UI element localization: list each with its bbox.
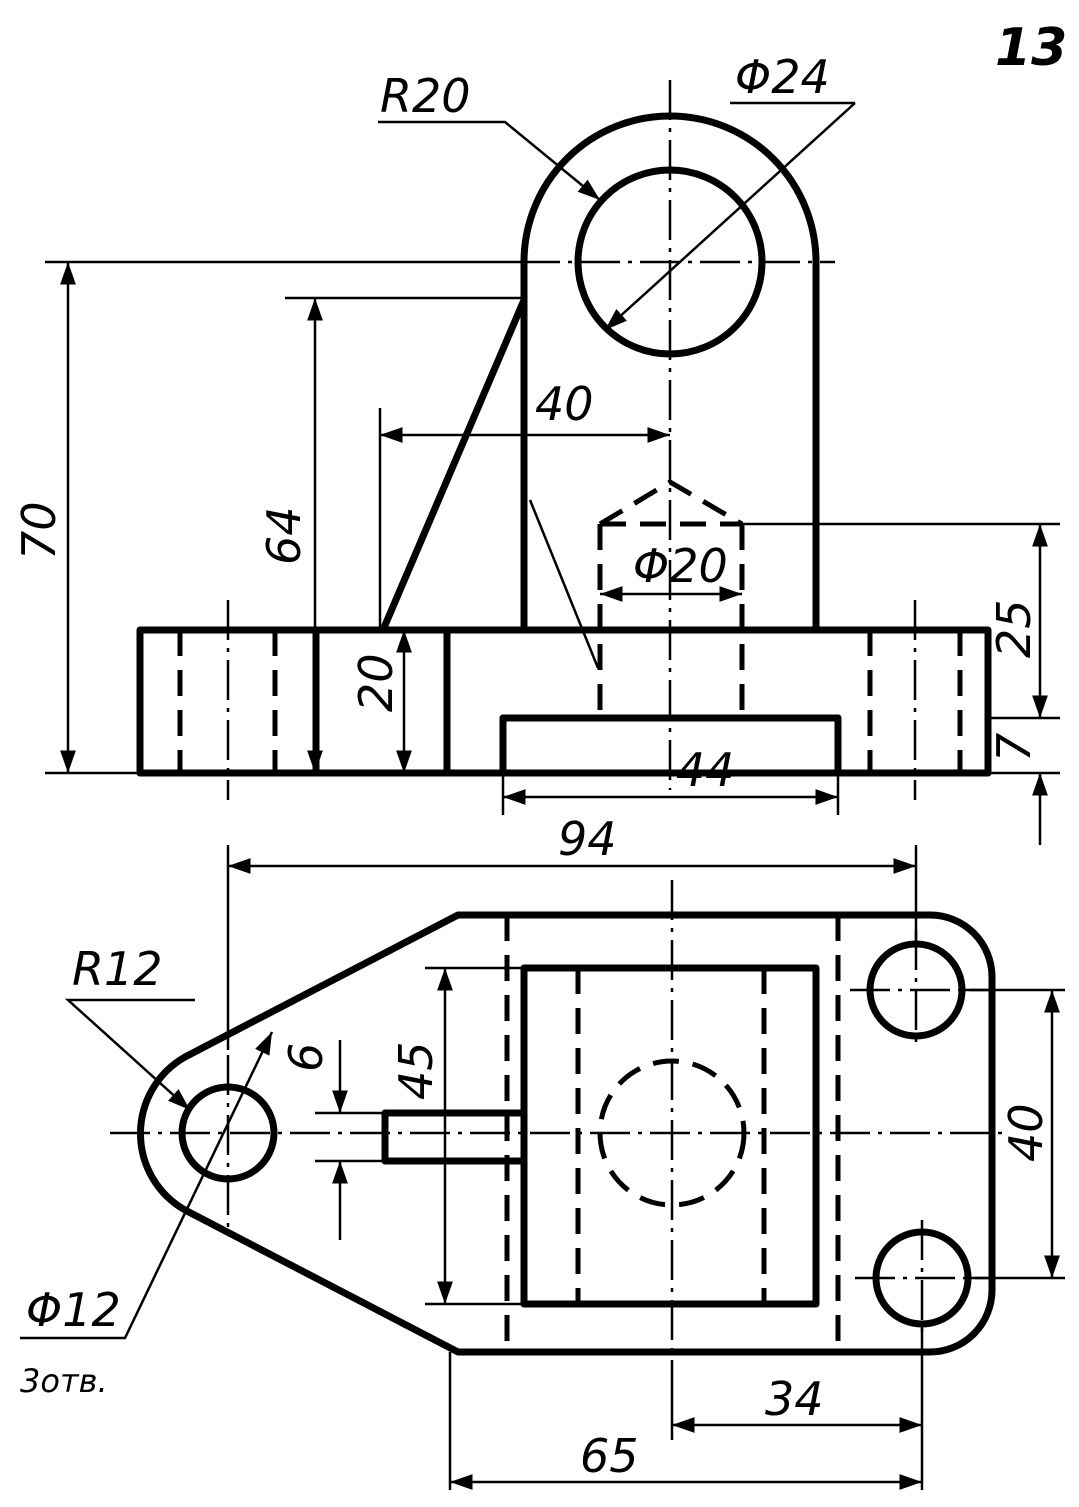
sheet-number: 13 bbox=[995, 18, 1067, 78]
leader-r12 bbox=[64, 998, 195, 1111]
leader-line bbox=[528, 499, 600, 669]
lug-body-top bbox=[520, 964, 820, 1308]
rib-edge bbox=[379, 296, 528, 634]
base-plate-outline bbox=[136, 626, 992, 777]
label-6: 6 bbox=[279, 1043, 333, 1072]
leader-phi24 bbox=[604, 102, 856, 331]
front-view: R20 Φ24 40 70 64 Φ20 25 20 7 44 bbox=[12, 50, 1060, 845]
label-64: 64 bbox=[257, 506, 311, 565]
hidden-bore-tip bbox=[598, 479, 744, 527]
label-phi24: Φ24 bbox=[735, 50, 830, 104]
leader-phi12 bbox=[20, 1031, 274, 1340]
label-65: 65 bbox=[580, 1429, 639, 1483]
label-34: 34 bbox=[765, 1372, 824, 1426]
label-45: 45 bbox=[389, 1041, 443, 1100]
label-25: 25 bbox=[987, 599, 1041, 658]
label-20: 20 bbox=[349, 653, 403, 712]
top-view: 94 R12 6 45 40 Φ12 3отв. 34 65 bbox=[20, 812, 1065, 1490]
label-r12: R12 bbox=[72, 942, 163, 996]
label-40: 40 bbox=[535, 377, 594, 431]
label-3-holes: 3отв. bbox=[20, 1362, 108, 1400]
label-40: 40 bbox=[999, 1103, 1053, 1162]
top-outline bbox=[136, 911, 996, 1356]
label-r20: R20 bbox=[380, 69, 471, 123]
label-phi20: Φ20 bbox=[633, 539, 728, 593]
label-44: 44 bbox=[676, 743, 735, 797]
label-7: 7 bbox=[987, 733, 1041, 762]
label-phi12: Φ12 bbox=[26, 1283, 121, 1337]
leader-r20 bbox=[378, 120, 601, 201]
label-94: 94 bbox=[558, 812, 617, 866]
rib-top bbox=[381, 1109, 528, 1165]
label-70: 70 bbox=[12, 501, 66, 560]
